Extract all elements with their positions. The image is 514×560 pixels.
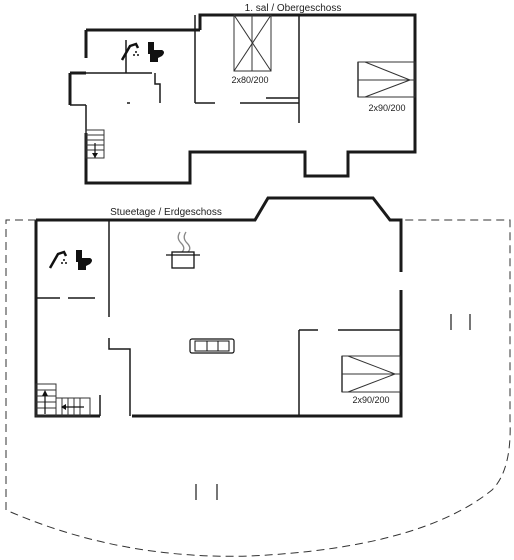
shower-toilet-icon-ground [48, 250, 92, 270]
ground-floor-title: Stueetage / Erdgeschoss [110, 207, 222, 218]
sofa-icon [189, 338, 235, 354]
ground-stairs-icon [35, 383, 91, 417]
upper-floor-outline [68, 13, 417, 185]
terrace-outline [5, 219, 511, 557]
upper-bed-left [233, 14, 272, 72]
ground-floor: Stueetage / Erdgeschoss [5, 196, 511, 557]
upper-floor-inner-walls [70, 15, 300, 133]
ground-bed-label: 2x90/200 [352, 395, 389, 405]
upper-floor-title: 1. sal / Obergeschoss [245, 3, 342, 14]
shower-toilet-icon [120, 42, 164, 62]
upper-bed-left-label: 2x80/200 [231, 75, 268, 85]
upper-floor: 1. sal / Obergeschoss 2x80/200 2x90/200 [68, 3, 417, 185]
ground-floor-outline [34, 196, 403, 418]
ground-bed [341, 355, 401, 393]
upper-stairs-icon [85, 129, 105, 159]
upper-bed-right-label: 2x90/200 [368, 103, 405, 113]
upper-bed-right [357, 61, 416, 98]
cooking-pot-icon [166, 231, 200, 269]
door-marks [195, 314, 471, 500]
ground-floor-inner-walls [36, 220, 401, 416]
